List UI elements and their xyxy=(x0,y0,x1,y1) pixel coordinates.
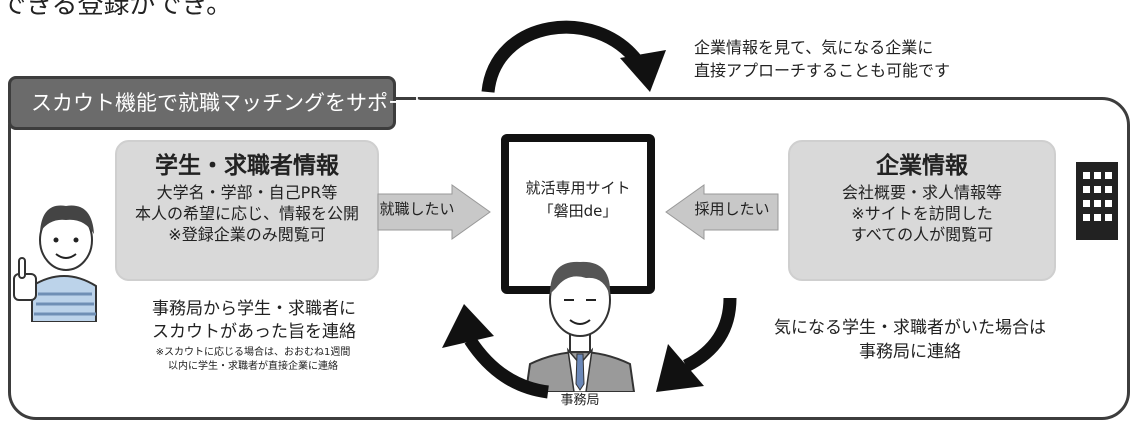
company-contact-line: 事務局に連絡 xyxy=(859,342,961,362)
apply-arrow-label: 就職したい xyxy=(379,200,455,218)
student-illustration xyxy=(13,205,97,322)
office-label: 事務局 xyxy=(560,393,600,408)
company-info-title: 企業情報 xyxy=(876,153,968,179)
top-curved-arrow xyxy=(481,20,666,93)
company-info-line: 会社概要・求人情報等 xyxy=(841,183,1002,202)
job-site-name: 「磐田de」 xyxy=(538,202,618,220)
student-contact-note: ※スカウトに応じる場合は、おおむね1週間 以内に学生・求職者が直接企業に連絡 xyxy=(122,346,384,374)
student-info-title: 学生・求職者情報 xyxy=(155,153,339,179)
hire-arrow xyxy=(665,184,779,240)
notify-office-arrow xyxy=(656,297,737,392)
notify-student-arrow xyxy=(442,304,549,399)
building-icon xyxy=(1076,162,1118,240)
student-info-line: ※登録企業のみ閲覧可 xyxy=(168,225,326,244)
company-contact-line: 気になる学生・求職者がいた場合は xyxy=(774,318,1046,338)
office-staff-illustration xyxy=(524,261,636,392)
student-contact-line: スカウトがあった旨を連絡 xyxy=(152,322,356,342)
student-info-line: 大学名・学部・自己PR等 xyxy=(156,183,338,202)
student-note-line: ※スカウトに応じる場合は、おおむね1週間 xyxy=(155,347,351,358)
top-note: 企業情報を見て、気になる企業に 直接アプローチすることも可能です xyxy=(694,36,950,82)
scout-tab: スカウト機能で就職マッチングをサポート xyxy=(8,76,430,130)
apply-arrow xyxy=(377,184,491,240)
student-info-line: 本人の希望に応じ、情報を公開 xyxy=(134,204,359,223)
hire-arrow-label: 採用したい xyxy=(694,200,770,218)
company-contact-text: 気になる学生・求職者がいた場合は 事務局に連絡 xyxy=(762,316,1058,364)
student-contact-text: 事務局から学生・求職者に スカウトがあった旨を連絡 xyxy=(120,298,388,344)
company-info-box: 企業情報 会社概要・求人情報等 ※サイトを訪問した すべての人が閲覧可 xyxy=(788,140,1056,281)
student-note-line: 以内に学生・求職者が直接企業に連絡 xyxy=(168,361,338,372)
student-info-box: 学生・求職者情報 大学名・学部・自己PR等 本人の希望に応じ、情報を公開 ※登録… xyxy=(115,140,379,281)
job-site-title: 就活専用サイト xyxy=(525,179,631,197)
company-info-line: ※サイトを訪問した xyxy=(851,204,993,223)
company-info-line: すべての人が閲覧可 xyxy=(850,225,994,244)
student-contact-line: 事務局から学生・求職者に xyxy=(152,299,356,319)
top-note-line: 企業情報を見て、気になる企業に xyxy=(694,38,934,57)
clipped-heading-fragment: できる登録ができ。 xyxy=(0,0,233,20)
top-note-line: 直接アプローチすることも可能です xyxy=(694,61,951,80)
